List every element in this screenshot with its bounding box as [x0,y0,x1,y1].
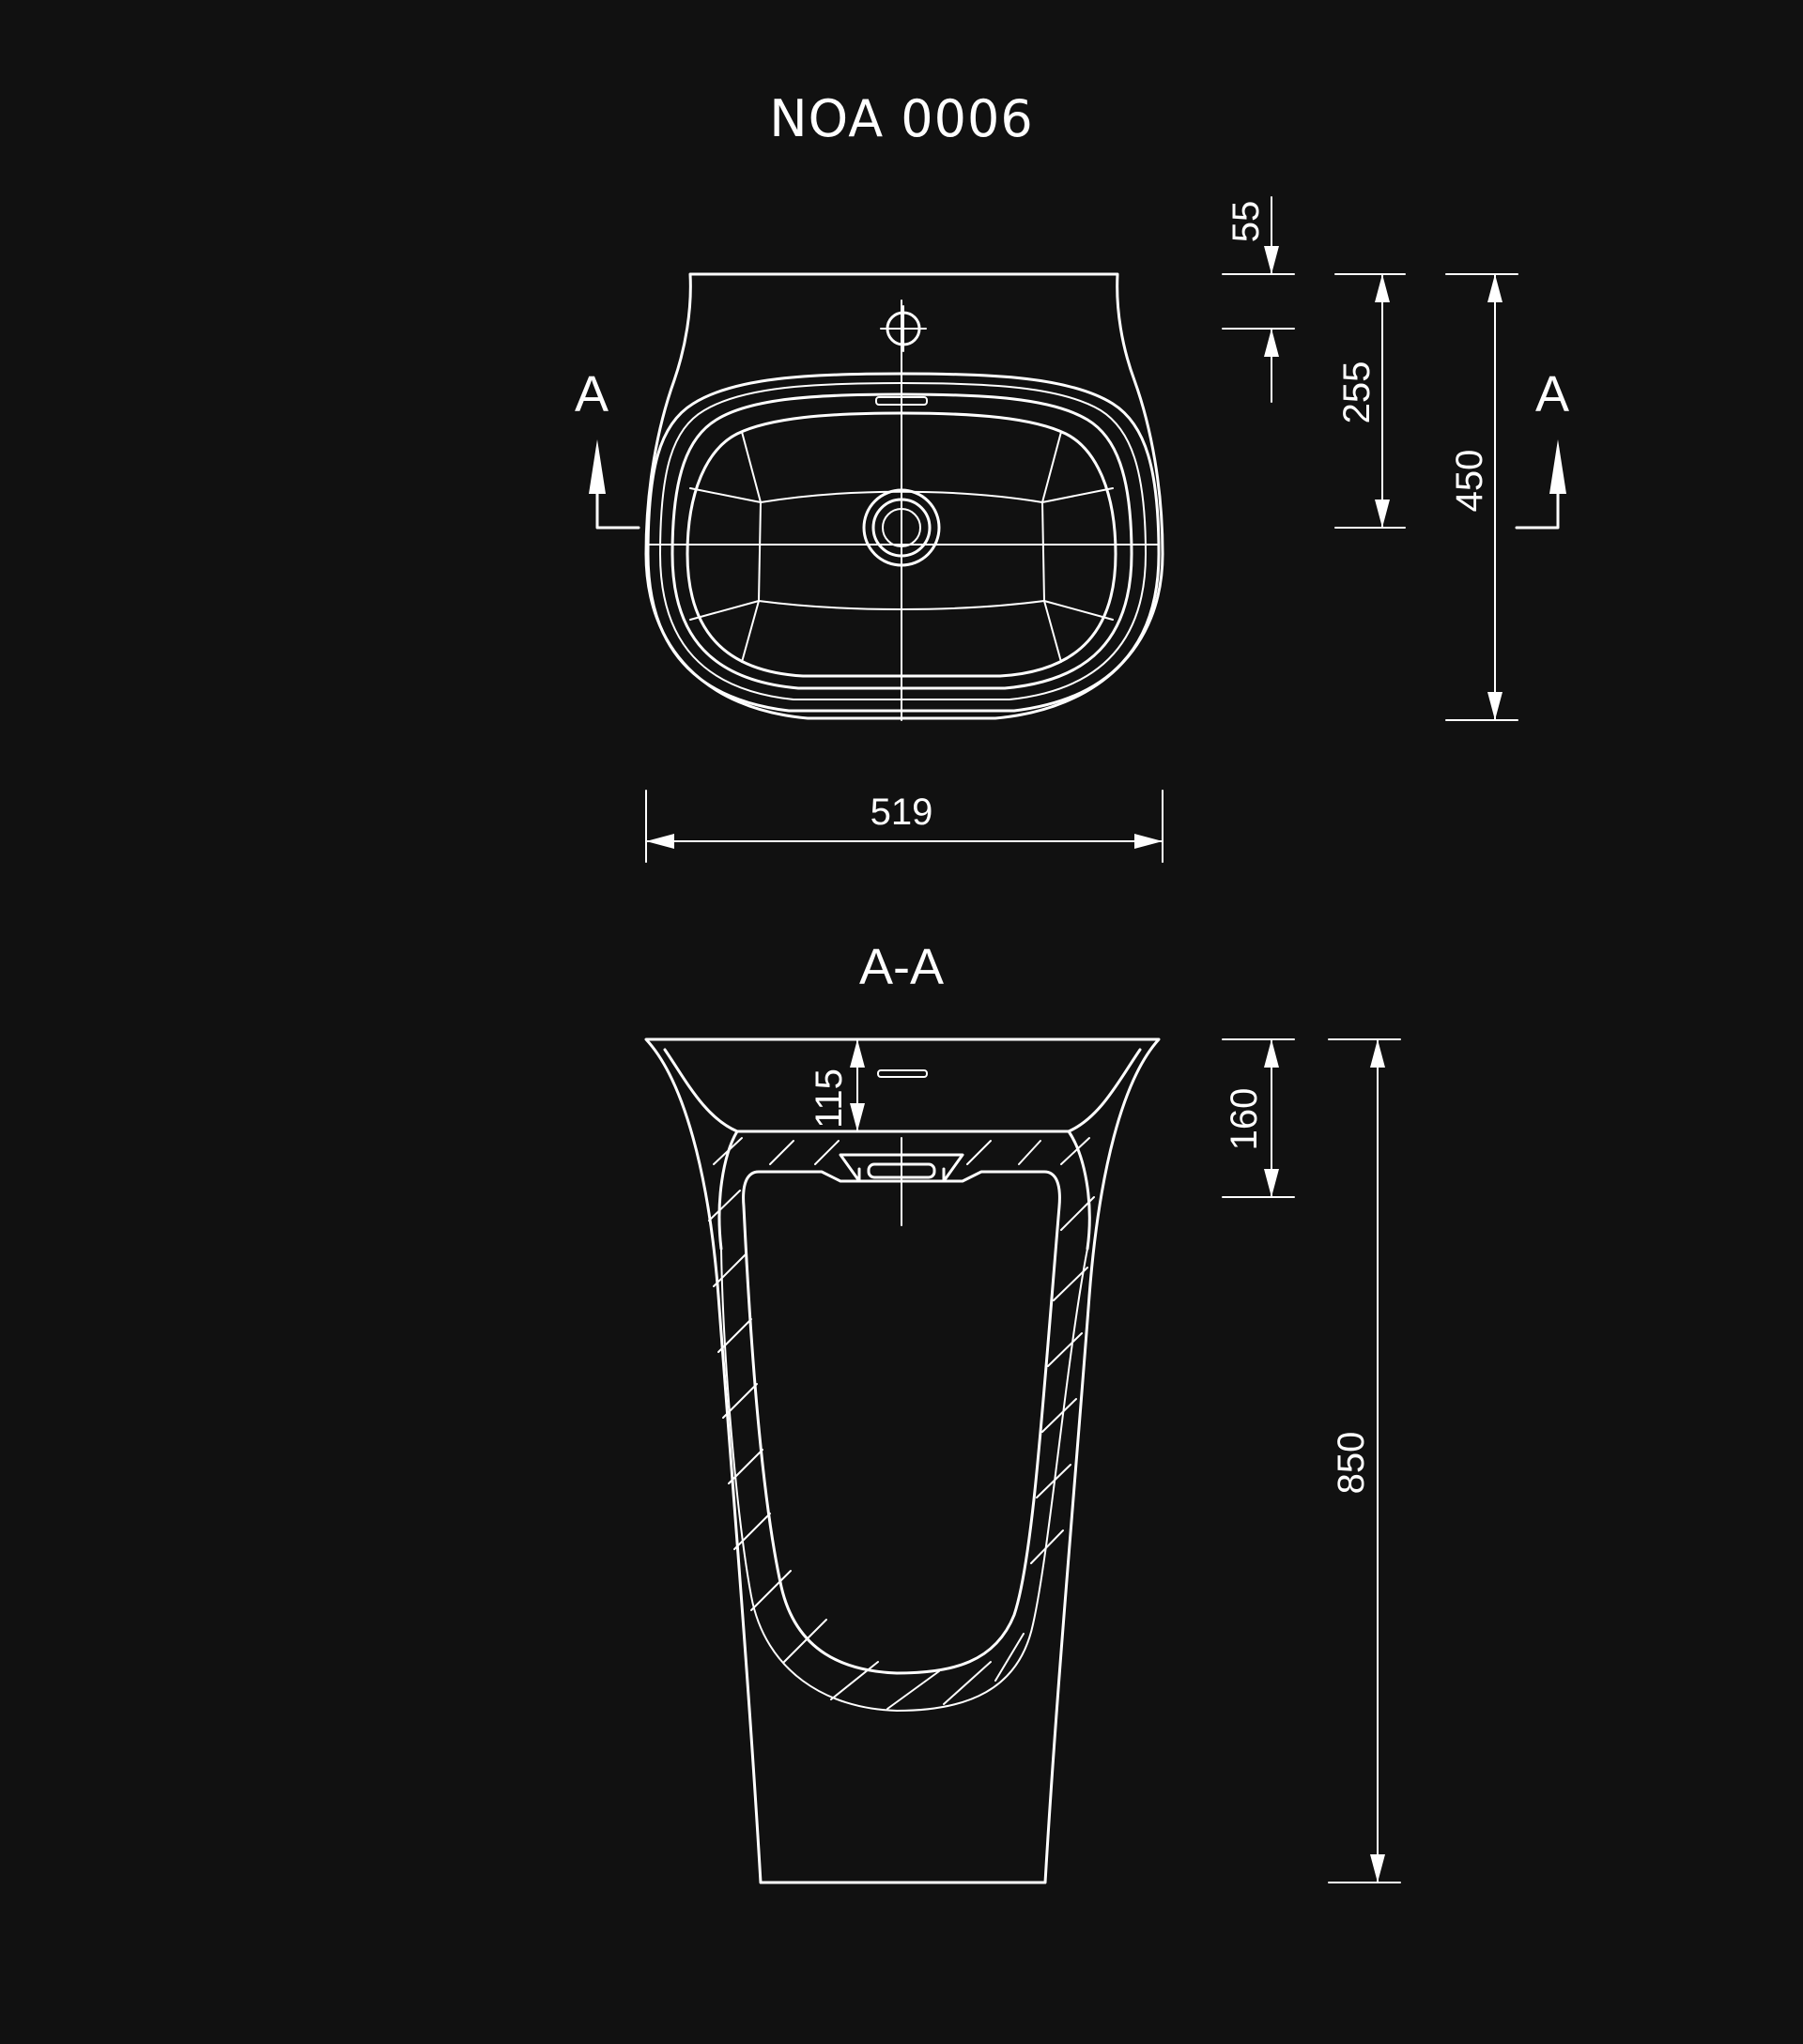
overflow-slot [875,396,928,406]
facet-line [1041,431,1062,503]
basin-inner-curve [663,1048,1142,1133]
pedestal-cavity [742,1167,1061,1675]
dimension-label: 450 [1449,450,1490,513]
facet-line [1043,600,1114,621]
shell-outer-left [717,1130,739,1251]
section-marker-label: A [1535,366,1569,423]
basin-rim-outer [646,372,1161,713]
dimension-label: 115 [809,1068,850,1129]
dimension-519: 519 [645,790,1163,863]
section-view [644,1037,1161,1884]
facet-line [689,487,762,503]
pedestal-outer-outline [644,1037,1161,1884]
drain-fitting [839,1153,964,1183]
drain-icon [862,488,941,567]
tap-hole-icon [880,305,927,352]
section-marker-right: A [1515,366,1569,530]
dimension-label: 850 [1331,1432,1372,1495]
facet-line [1041,487,1114,503]
dimension-115: 115 [809,1038,865,1132]
section-title: A-A [859,939,944,995]
shell-inner-contour [720,1248,1088,1713]
basin-outer-outline [644,272,1164,720]
facet-line [689,600,760,621]
section-marker-left: A [575,366,640,530]
drawing-title: NOA 0006 [769,89,1033,148]
facet-line [741,431,762,503]
hatching-left [708,1137,1025,1710]
overflow-slot-section [877,1069,928,1078]
dimension-255: 255 [1334,273,1406,529]
basin-rim-middle [658,381,1148,700]
dimension-450: 450 [1445,273,1518,721]
dimension-55: 55 [1222,196,1295,403]
dimension-label: 255 [1336,361,1378,424]
shell-outer-right [1067,1130,1091,1251]
facet-line [741,600,760,663]
top-view [644,272,1164,721]
dimension-label: 519 [871,791,933,833]
facet-line [1043,600,1062,663]
dimension-160: 160 [1222,1038,1295,1198]
section-marker-label: A [575,366,609,423]
dimension-850: 850 [1328,1038,1401,1883]
hatching-right [966,1137,1095,1564]
dimension-label: 160 [1224,1088,1265,1151]
dimension-label: 55 [1225,201,1267,243]
